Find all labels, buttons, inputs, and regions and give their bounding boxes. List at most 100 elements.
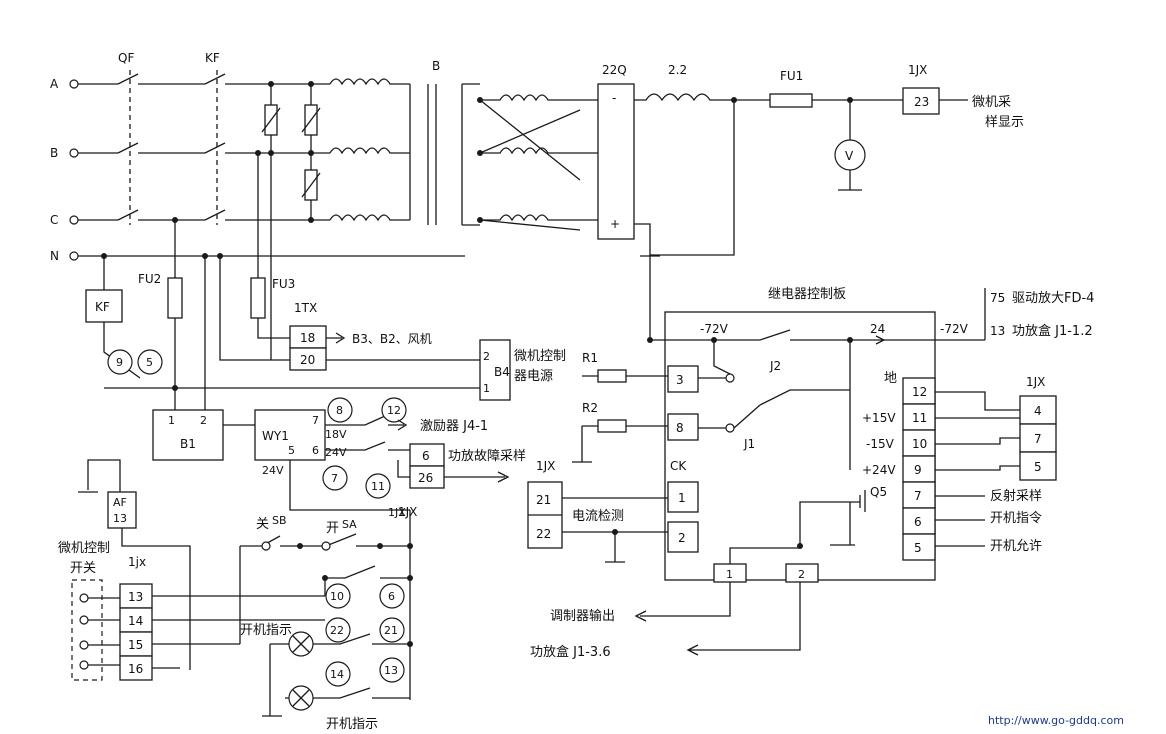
- terminal-26: 26: [418, 471, 433, 485]
- terminal-18: 18: [300, 331, 315, 345]
- contact-11: 11: [371, 480, 385, 493]
- v72-label-a: -72V: [700, 322, 729, 336]
- b1-pin-2: 2: [200, 414, 207, 427]
- jx-right-label: 1JX: [1026, 375, 1045, 389]
- jx-top-label: 1JX: [908, 63, 927, 77]
- j2-label: J2: [769, 359, 781, 373]
- q5-label: Q5: [870, 485, 887, 499]
- kai-label: 开: [326, 521, 339, 536]
- b1-wy1: 1 2 B1 WY1 7 5 6 24V 18V 24V 8 12 7 11 激…: [152, 397, 488, 511]
- terminal-6: 6: [422, 449, 430, 463]
- sb-label: SB: [272, 514, 287, 527]
- fault-terminals: 6 26 功放故障采样 1JX: [397, 443, 526, 519]
- exciter-label: 激励器 J4-1: [420, 419, 488, 434]
- fu2-label: FU2: [138, 272, 161, 286]
- b3b2-fan-label: B3、B2、风机: [352, 332, 432, 346]
- relay-terminal-3: 3: [676, 373, 684, 387]
- micro-control-switch: AF 13 微机控制开关 1jx 13 14 15 16: [58, 459, 325, 681]
- b1-label: B1: [180, 437, 196, 451]
- p15-label: +15V: [862, 411, 896, 425]
- qf-breaker: QF: [117, 51, 205, 225]
- on-indicator-label-1: 开机指示: [240, 623, 292, 638]
- fu1-fuse: [769, 93, 813, 108]
- wy1-pin-5: 5: [288, 444, 295, 457]
- phase-label-c: C: [50, 213, 58, 227]
- voltmeter-label: V: [845, 149, 854, 163]
- rt-7: 7: [914, 489, 922, 503]
- m15-label: -15V: [866, 437, 895, 451]
- on-indicator-lamps: 开机指示 22 21 14 13 开机指示: [240, 617, 413, 732]
- v18-label: 18V: [325, 428, 347, 441]
- rt-11: 11: [912, 411, 927, 425]
- kf-label: KF: [205, 51, 220, 65]
- amp-box-label: 功放盒 J1-1.2: [1012, 323, 1093, 339]
- af-13: 13: [113, 512, 127, 525]
- r1-label: R1: [582, 351, 598, 365]
- micro-display-label: 微机采样显示: [972, 95, 1024, 130]
- contact-22: 22: [330, 624, 344, 637]
- ck-pin-1: 1: [678, 491, 686, 505]
- varistors: [261, 81, 321, 223]
- voltmeter: [834, 139, 866, 171]
- jx-right-7: 7: [1034, 432, 1042, 446]
- transformer-label: B: [432, 59, 440, 73]
- v24a-label: 24V: [325, 446, 347, 459]
- on-command-label: 开机指令: [990, 511, 1042, 526]
- terminal-22: 22: [536, 527, 551, 541]
- board-bottom-2: 2: [798, 568, 805, 581]
- rt-5: 5: [914, 541, 922, 555]
- rt-9: 9: [914, 463, 922, 477]
- af-label: AF: [113, 496, 127, 509]
- contact-5: 5: [146, 356, 153, 369]
- jx-mid-label: 1JX: [398, 505, 417, 519]
- contact-7: 7: [331, 472, 338, 485]
- phase-label-n: N: [50, 249, 59, 263]
- amp-fault-label: 功放故障采样: [448, 449, 526, 464]
- kf-relay-label: KF: [95, 300, 110, 314]
- jx-right-5: 5: [1034, 460, 1042, 474]
- b4-module: 2 1 B4 微机控制器电源: [479, 339, 566, 401]
- r2-label: R2: [582, 401, 598, 415]
- b1-pin-1: 1: [168, 414, 175, 427]
- terminal-15: 15: [128, 638, 143, 652]
- wy1-pin-6: 6: [312, 444, 319, 457]
- jx-switch-label: 1JX: [388, 506, 406, 519]
- b4-label: B4: [494, 365, 510, 379]
- sa-label: SA: [342, 518, 357, 531]
- drv-13: 13: [990, 324, 1005, 338]
- relay-terminal-8: 8: [676, 421, 684, 435]
- terminal-23: 23: [914, 95, 929, 109]
- right-side-outputs: 75 驱动放大FD-4 13 功放盒 J1-1.2 1JX 4 7 5 反射采样…: [935, 288, 1094, 554]
- contact-6: 6: [388, 590, 395, 603]
- contact-12: 12: [387, 404, 401, 417]
- qf-label: QF: [118, 51, 134, 65]
- start-stop-switches: 关 SB 开 SA 1JX 10 6: [239, 506, 413, 700]
- rectifier-label: 22Q: [602, 63, 627, 77]
- fu3-label: FU3: [272, 277, 295, 291]
- amp-box-36-label: 功放盒 J1-3.6: [530, 644, 611, 660]
- power-branches: KF 9 5 FU2 FU3: [85, 150, 480, 410]
- contact-14: 14: [330, 668, 344, 681]
- relay-board-title: 继电器控制板: [768, 287, 846, 302]
- contact-9: 9: [116, 356, 123, 369]
- rt-6: 6: [914, 515, 922, 529]
- wy1-pin-7: 7: [312, 414, 319, 427]
- contact-8: 8: [336, 404, 343, 417]
- rectifier-minus: -: [612, 91, 616, 105]
- b4-pin-1: 1: [483, 382, 490, 395]
- reflect-sample-label: 反射采样: [990, 488, 1042, 504]
- drv-75: 75: [990, 291, 1005, 305]
- v72-label-b: -72V: [940, 322, 969, 336]
- b4-pin-2: 2: [483, 350, 490, 363]
- v24-board-label: 24: [870, 322, 885, 336]
- contact-13: 13: [384, 664, 398, 677]
- terminal-21: 21: [536, 493, 551, 507]
- rectifier-22q: 22Q - +: [597, 63, 660, 257]
- phase-inputs: A B C N: [50, 77, 465, 263]
- on-allow-label: 开机允许: [990, 538, 1042, 554]
- ground-label: 地: [884, 371, 897, 386]
- jx-left-label: 1jx: [128, 555, 146, 569]
- rectifier-plus: +: [610, 217, 620, 231]
- jx-current-label: 1JX: [536, 459, 555, 473]
- terminal-14: 14: [128, 614, 143, 628]
